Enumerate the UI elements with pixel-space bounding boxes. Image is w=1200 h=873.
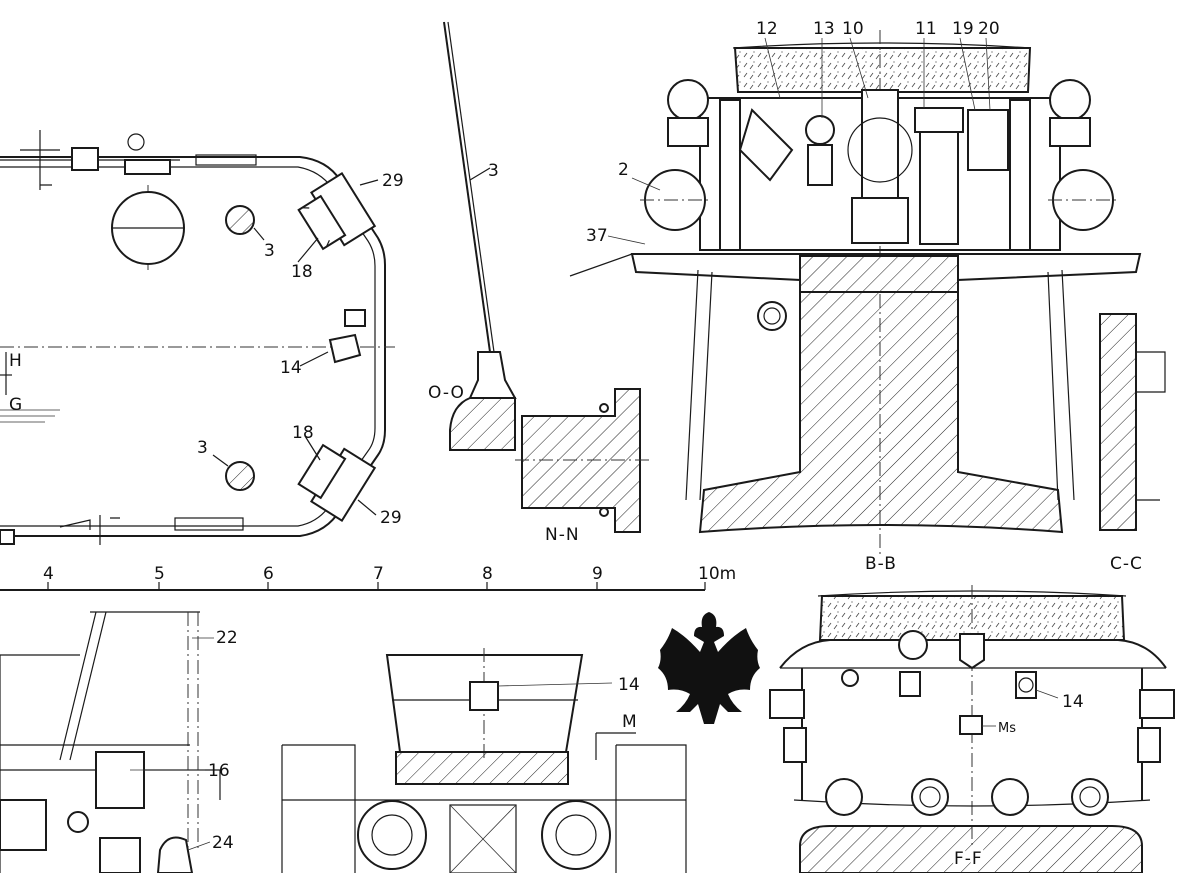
callout-13: 13 [813,19,835,39]
callout-2: 2 [618,160,629,180]
callout-12: 12 [756,19,778,39]
side-elevation: 22 16 24 [0,611,238,873]
scale-tick-10m: 10m [698,564,736,584]
callout-3-mast: 3 [488,161,499,181]
section-label-bb: B-B [865,554,897,574]
callout-29-top: 29 [382,171,404,191]
callout-18-bottom: 18 [292,423,314,443]
callout-22: 22 [216,628,238,648]
section-label-ff: F-F [954,849,983,869]
callout-11: 11 [915,19,937,39]
callout-37: 37 [586,226,608,246]
scale-tick-9: 9 [592,564,603,584]
section-label-nn: N-N [545,525,580,545]
callout-19: 19 [952,19,974,39]
scale-tick-5: 5 [154,564,165,584]
mast-detail: 3 O-O [428,21,517,451]
callout-20: 20 [978,19,1000,39]
callout-ms: Ms [998,721,1016,736]
callout-14-front: 14 [618,675,640,695]
callout-3-top: 3 [264,241,275,261]
section-ff: 14 Ms F-F [769,585,1175,873]
scale-tick-4: 4 [43,564,54,584]
callout-14-left: 14 [280,358,302,378]
section-cc: C-C [1099,313,1166,574]
scale-tick-7: 7 [373,564,384,584]
scale-tick-6: 6 [263,564,274,584]
marker-h: H [9,351,22,371]
marker-g: G [9,395,22,415]
section-nn: N-N [515,388,650,545]
scale-tick-8: 8 [482,564,493,584]
callout-16: 16 [208,761,230,781]
section-label-oo: O-O [428,383,465,403]
plan-view: H G 29 3 18 14 3 18 29 [0,130,404,545]
callout-10: 10 [842,19,864,39]
front-view: 14 M [281,648,687,873]
callout-29-bottom: 29 [380,508,402,528]
section-bb: 12 13 10 11 19 20 2 37 B-B [569,19,1142,574]
polish-white-eagle-icon [658,612,760,724]
callout-18-top: 18 [291,262,313,282]
callout-24: 24 [212,833,234,853]
callout-14-ff: 14 [1062,692,1084,712]
section-label-cc: C-C [1110,554,1143,574]
scale-bar: 4 5 6 7 8 9 10m [0,564,736,591]
callout-3-bottom: 3 [197,438,208,458]
marker-m: M [622,712,637,732]
